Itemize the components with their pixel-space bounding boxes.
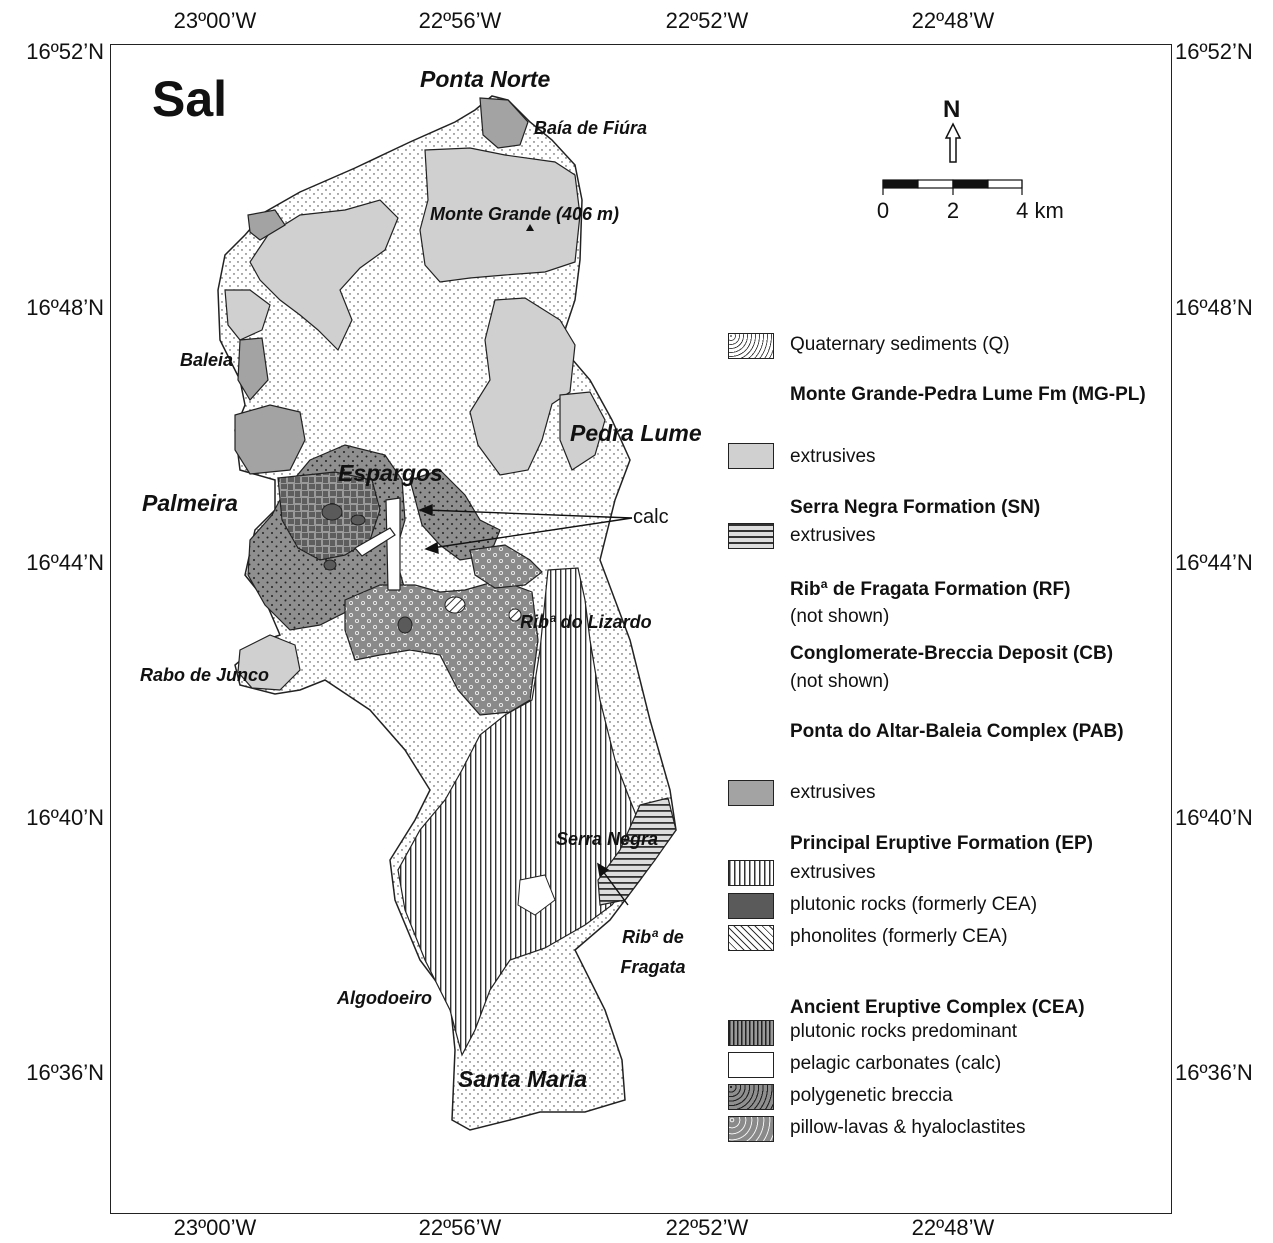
legend-sn-heading: Serra Negra Formation (SN) — [790, 497, 1041, 518]
legend-cea-pillow: pillow-lavas & hyaloclastites — [790, 1117, 1026, 1138]
legend-ep-plutonic: plutonic rocks (formerly CEA) — [790, 894, 1038, 915]
lat-label-right: 16º44’N — [1175, 550, 1253, 575]
lat-label-right: 16º52’N — [1175, 39, 1253, 64]
legend-cea-heading: Ancient Eruptive Complex (CEA) — [790, 997, 1085, 1018]
lon-label-bottom: 22º52’W — [665, 1215, 749, 1240]
summit-triangle — [526, 224, 534, 231]
lat-label-right: 16º40’N — [1175, 805, 1253, 830]
ep-extrusives — [397, 567, 643, 1057]
place-santa-maria: Santa Maria — [458, 1066, 588, 1092]
lat-label-left: 16º36’N — [26, 1060, 104, 1085]
legend-swatch-cea-calc — [728, 1052, 774, 1078]
legend-swatch-mgpl — [728, 443, 774, 469]
place-espargos: Espargos — [338, 460, 443, 486]
lon-label-bottom: 22º48’W — [911, 1215, 995, 1240]
map-frame — [110, 44, 1172, 1214]
lon-label-top: 23º00’W — [173, 8, 257, 33]
legend-swatch-cea-pillow — [728, 1116, 774, 1142]
legend-swatch-ep-extrusives — [728, 860, 774, 886]
calc-arrows — [418, 503, 633, 555]
north-arrow-icon — [944, 122, 962, 163]
legend-ep-heading: Principal Eruptive Formation (EP) — [790, 833, 1093, 854]
legend-swatch-pab — [728, 780, 774, 806]
sediment-inlier — [517, 874, 556, 916]
legend-swatch-ep-plutonic — [728, 893, 774, 919]
place-algodoeiro: Algodoeiro — [337, 988, 432, 1008]
place-serra-negra: Serra Negra — [556, 829, 659, 849]
legend-ep-phonolites: phonolites (formerly CEA) — [790, 926, 1008, 947]
legend-cea-plutonic: plutonic rocks predominant — [790, 1021, 1018, 1042]
place-rib-fragata: Ribª de Fragata — [620, 927, 686, 977]
pab-extrusives — [234, 97, 529, 475]
legend-pab-extrusives: extrusives — [790, 782, 876, 803]
calc-label: calc — [633, 506, 669, 528]
place-rib-lizardo: Ribª do Lizardo — [520, 612, 652, 632]
legend-swatch-cea-plutonic — [728, 1020, 774, 1046]
lon-label-bottom: 23º00’W — [173, 1215, 257, 1240]
legend-ep-extrusives: extrusives — [790, 862, 876, 883]
legend-swatch-ep-phonolites — [728, 925, 774, 951]
lat-label-left: 16º40’N — [26, 805, 104, 830]
calc-bodies — [354, 497, 401, 591]
legend-cb-note: (not shown) — [790, 671, 890, 692]
north-label: N — [943, 96, 961, 123]
legend-swatch-sn — [728, 523, 774, 549]
ep-plutonic — [321, 503, 413, 634]
place-baleia: Baleia — [180, 350, 234, 370]
lon-label-top: 22º52’W — [665, 8, 749, 33]
place-pedra-lume: Pedra Lume — [570, 420, 702, 446]
legend-rf-heading: Ribª de Fragata Formation (RF) — [790, 579, 1071, 600]
scale-bar — [882, 179, 1023, 195]
place-palmeira: Palmeira — [142, 490, 238, 516]
scale-tick-4: 4 km — [1016, 198, 1064, 223]
map-title: Sal — [152, 71, 228, 127]
place-rabo-de-junco: Rabo de Junco — [140, 665, 270, 685]
place-monte-grande: Monte Grande (406 m) — [430, 204, 620, 224]
place-baia-de-fiura: Baía de Fiúra — [534, 118, 648, 138]
lon-label-bottom: 22º56’W — [418, 1215, 502, 1240]
mgpl-extrusives — [224, 147, 606, 691]
lat-label-left: 16º48’N — [26, 295, 104, 320]
fragata-arrow — [597, 862, 629, 906]
legend-cea-calc: pelagic carbonates (calc) — [790, 1053, 1002, 1074]
legend-cea-breccia: polygenetic breccia — [790, 1085, 953, 1106]
legend-sn-extrusives: extrusives — [790, 525, 876, 546]
legend-pab-heading: Ponta do Altar-Baleia Complex (PAB) — [790, 721, 1124, 742]
scale-tick-0: 0 — [876, 198, 890, 223]
legend-rf-note: (not shown) — [790, 606, 890, 627]
legend-swatch-cea-breccia — [728, 1084, 774, 1110]
lon-label-top: 22º48’W — [911, 8, 995, 33]
legend-mgpl-extrusives: extrusives — [790, 446, 876, 467]
ep-phonolites — [444, 596, 522, 622]
lat-label-right: 16º48’N — [1175, 295, 1253, 320]
legend-swatch-quaternary — [728, 333, 774, 359]
scale-tick-2: 2 — [946, 198, 960, 223]
lat-label-left: 16º52’N — [26, 39, 104, 64]
lat-label-right: 16º36’N — [1175, 1060, 1253, 1085]
legend-quaternary: Quaternary sediments (Q) — [790, 334, 1010, 355]
lon-label-top: 22º56’W — [418, 8, 502, 33]
lat-label-left: 16º44’N — [26, 550, 104, 575]
legend-mgpl-heading: Monte Grande-Pedra Lume Fm (MG-PL) — [790, 384, 1146, 405]
place-ponta-norte: Ponta Norte — [420, 66, 551, 92]
legend-cb-heading: Conglomerate-Breccia Deposit (CB) — [790, 643, 1114, 664]
